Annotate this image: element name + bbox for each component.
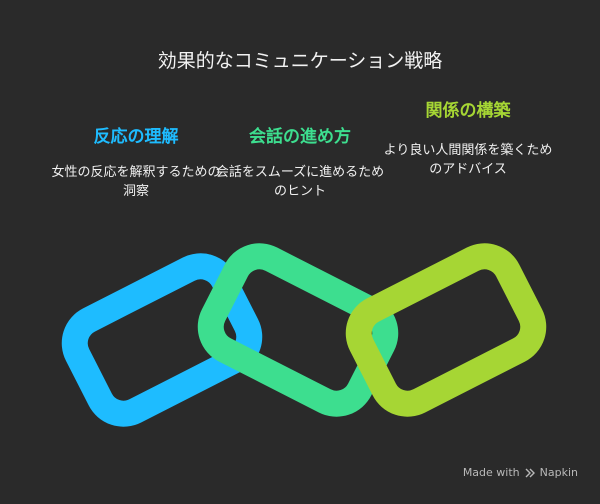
link-heading: 反応の理解 [93, 127, 179, 147]
link-description: 会話をスムーズに進めるためのヒント [215, 165, 385, 199]
diagram-title: 効果的なコミュニケーション戦略 [157, 50, 443, 72]
link-description: 女性の反応を解釈するための洞察 [51, 165, 221, 199]
chain-link-blue [61, 253, 263, 427]
made-with-label: Made with [462, 466, 520, 479]
napkin-logo-icon [525, 468, 535, 477]
chain-link-lime [345, 243, 547, 417]
made-with-napkin: Made with Napkin [463, 466, 578, 479]
napkin-brand: Napkin [539, 466, 578, 479]
link-label-relationship: 関係の構築 より良い人間関係を築くためのアドバイス [380, 96, 556, 179]
link-description: より良い人間関係を築くためのアドバイス [383, 143, 553, 177]
link-label-conversation: 会話の進め方 会話をスムーズに進めるためのヒント [212, 122, 388, 201]
link-label-understanding: 反応の理解 女性の反応を解釈するための洞察 [48, 122, 224, 201]
link-heading: 会話の進め方 [249, 127, 351, 147]
link-heading: 関係の構築 [425, 101, 511, 121]
